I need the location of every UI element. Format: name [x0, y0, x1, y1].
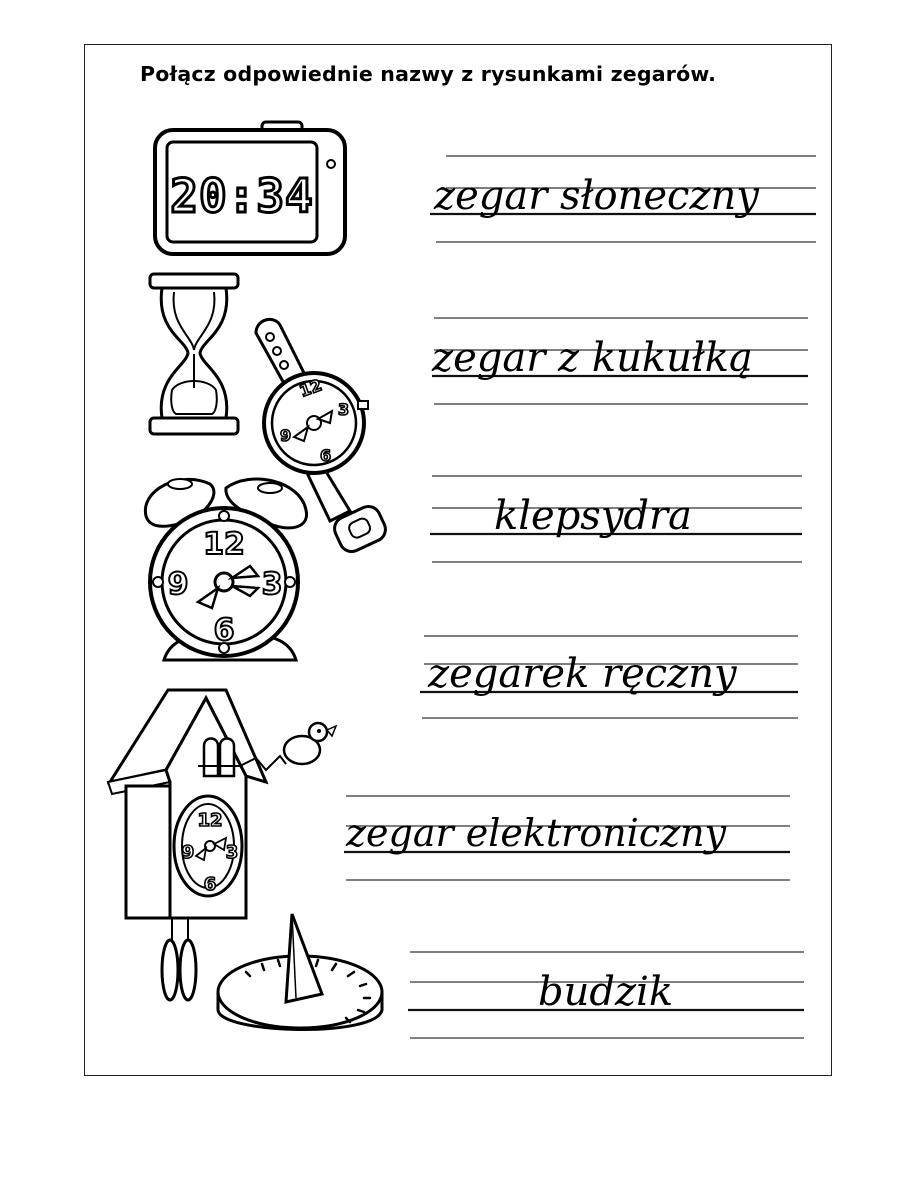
digital-clock-display: 20:34	[170, 169, 313, 223]
watch-number-6: 6	[320, 446, 331, 465]
writing-lines-3	[430, 470, 805, 570]
wrist-watch-picture[interactable]: 12 3 6 9	[250, 315, 390, 555]
word-zegar-sloneczny[interactable]: zegar słoneczny	[434, 173, 759, 219]
word-zegarek-reczny[interactable]: zegarek ręczny	[428, 651, 737, 697]
cuckoo-clock-picture[interactable]: 12 3 6 9	[106, 686, 356, 1006]
writing-lines-6	[408, 946, 808, 1046]
word-zegar-elektroniczny[interactable]: zegar elektroniczny	[346, 811, 727, 855]
writing-lines-2	[432, 312, 812, 412]
digital-clock-picture[interactable]: 20:34	[150, 120, 350, 262]
writing-lines-1	[430, 150, 820, 250]
hourglass-picture[interactable]	[146, 270, 246, 440]
alarm-number-12: 12	[203, 527, 245, 562]
alarm-number-3: 3	[262, 567, 283, 602]
word-budzik[interactable]: budzik	[538, 969, 674, 1015]
watch-number-3: 3	[338, 400, 349, 419]
writing-lines-5	[344, 790, 794, 890]
watch-number-9: 9	[280, 426, 291, 445]
alarm-number-9: 9	[168, 567, 189, 602]
alarm-clock-picture[interactable]: 12 3 6 9	[140, 470, 320, 670]
cuckoo-number-3: 3	[226, 842, 239, 863]
word-klepsydra[interactable]: klepsydra	[494, 493, 693, 539]
instruction-title: Połącz odpowiednie nazwy z rysunkami zeg…	[140, 62, 717, 86]
alarm-number-6: 6	[214, 613, 235, 648]
cuckoo-number-12: 12	[197, 810, 222, 831]
writing-lines-4	[420, 630, 800, 730]
sundial-picture[interactable]	[216, 913, 386, 1044]
word-zegar-z-kukulka[interactable]: zegar z kukułką	[432, 335, 753, 381]
cuckoo-number-9: 9	[182, 842, 195, 863]
cuckoo-number-6: 6	[204, 874, 217, 895]
